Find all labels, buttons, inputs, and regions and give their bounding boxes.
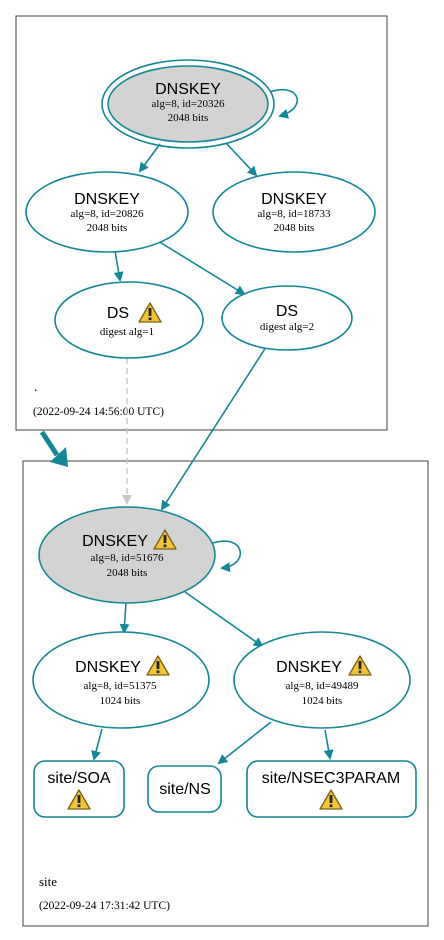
zone-root-timestamp: (2022-09-24 14:56:00 UTC) [33, 406, 164, 418]
node-title: site/SOA [47, 770, 110, 787]
zone-site-box [22, 460, 429, 927]
zone-root-name: . [34, 379, 37, 394]
edge-zsk2-to-nsec3param [323, 729, 334, 760]
node-bits: 2048 bits [168, 112, 209, 124]
edge-zsk1-to-ds2 [157, 240, 246, 296]
rrset-node-soa[interactable]: site/SOA [33, 760, 125, 818]
site-ksk-self-loop [212, 540, 241, 573]
edge-site-ksk-to-zsk1 [119, 602, 130, 634]
node-detail: alg=8, id=20826 [71, 208, 144, 220]
ds-node-1[interactable]: DS digest alg=1 [54, 281, 204, 359]
node-title: DNSKEY [276, 659, 342, 676]
zone-root-box [15, 15, 388, 431]
dnskey-node-root-zsk2[interactable]: DNSKEY alg=8, id=18733 2048 bits [212, 171, 376, 253]
zone-site-timestamp: (2022-09-24 17:31:42 UTC) [39, 900, 170, 912]
rrset-node-ns[interactable]: site/NS [147, 765, 222, 813]
node-title: DNSKEY [75, 659, 141, 676]
node-detail: alg=8, id=49489 [286, 680, 359, 692]
zone-site-name: site [39, 874, 57, 889]
dnskey-node-root-ksk[interactable]: DNSKEY alg=8, id=20326 2048 bits [101, 59, 275, 149]
edge-root-ksk-to-zsk2 [225, 142, 258, 177]
dnskey-node-site-ksk[interactable]: DNSKEY alg=8, id=51676 2048 bits [38, 506, 216, 604]
node-bits: 2048 bits [274, 222, 315, 234]
node-title: DNSKEY [82, 533, 148, 550]
node-title: site/NSEC3PARAM [262, 770, 400, 787]
node-detail: alg=8, id=51375 [84, 680, 157, 692]
edge-zsk2-to-ns [217, 721, 272, 765]
delegation-edge [39, 430, 60, 457]
node-detail: digest alg=2 [260, 321, 314, 333]
root-ksk-self-loop [269, 89, 299, 119]
edge-ds2-to-site-ksk [160, 343, 269, 511]
node-bits: 2048 bits [87, 222, 128, 234]
dnskey-node-site-zsk1[interactable]: DNSKEY alg=8, id=51375 1024 bits [32, 631, 210, 729]
edge-site-ksk-to-zsk2 [184, 591, 264, 648]
node-title: DNSKEY [74, 191, 140, 208]
node-title: DNSKEY [261, 191, 327, 208]
edge-zsk1-to-soa [91, 728, 103, 761]
node-bits: 1024 bits [100, 695, 141, 707]
edge-zsk1-to-ds1 [113, 250, 124, 282]
node-title: DNSKEY [155, 81, 221, 98]
rrset-node-nsec3param[interactable]: site/NSEC3PARAM [246, 760, 417, 818]
node-detail: digest alg=1 [100, 326, 154, 338]
node-title: DS [276, 303, 298, 320]
dnskey-node-root-zsk1[interactable]: DNSKEY alg=8, id=20826 2048 bits [25, 171, 189, 253]
ds-node-2[interactable]: DS digest alg=2 [221, 285, 353, 351]
edge-root-ksk-to-zsk1 [138, 143, 161, 173]
node-title: DS [107, 305, 129, 322]
node-detail: alg=8, id=51676 [91, 552, 164, 564]
delegation-arrowhead [50, 447, 68, 467]
node-bits: 2048 bits [107, 567, 148, 579]
node-bits: 1024 bits [302, 695, 343, 707]
node-detail: alg=8, id=20326 [152, 98, 225, 110]
node-detail: alg=8, id=18733 [258, 208, 331, 220]
dnskey-node-site-zsk2[interactable]: DNSKEY alg=8, id=49489 1024 bits [233, 631, 411, 729]
node-title: site/NS [159, 781, 211, 798]
